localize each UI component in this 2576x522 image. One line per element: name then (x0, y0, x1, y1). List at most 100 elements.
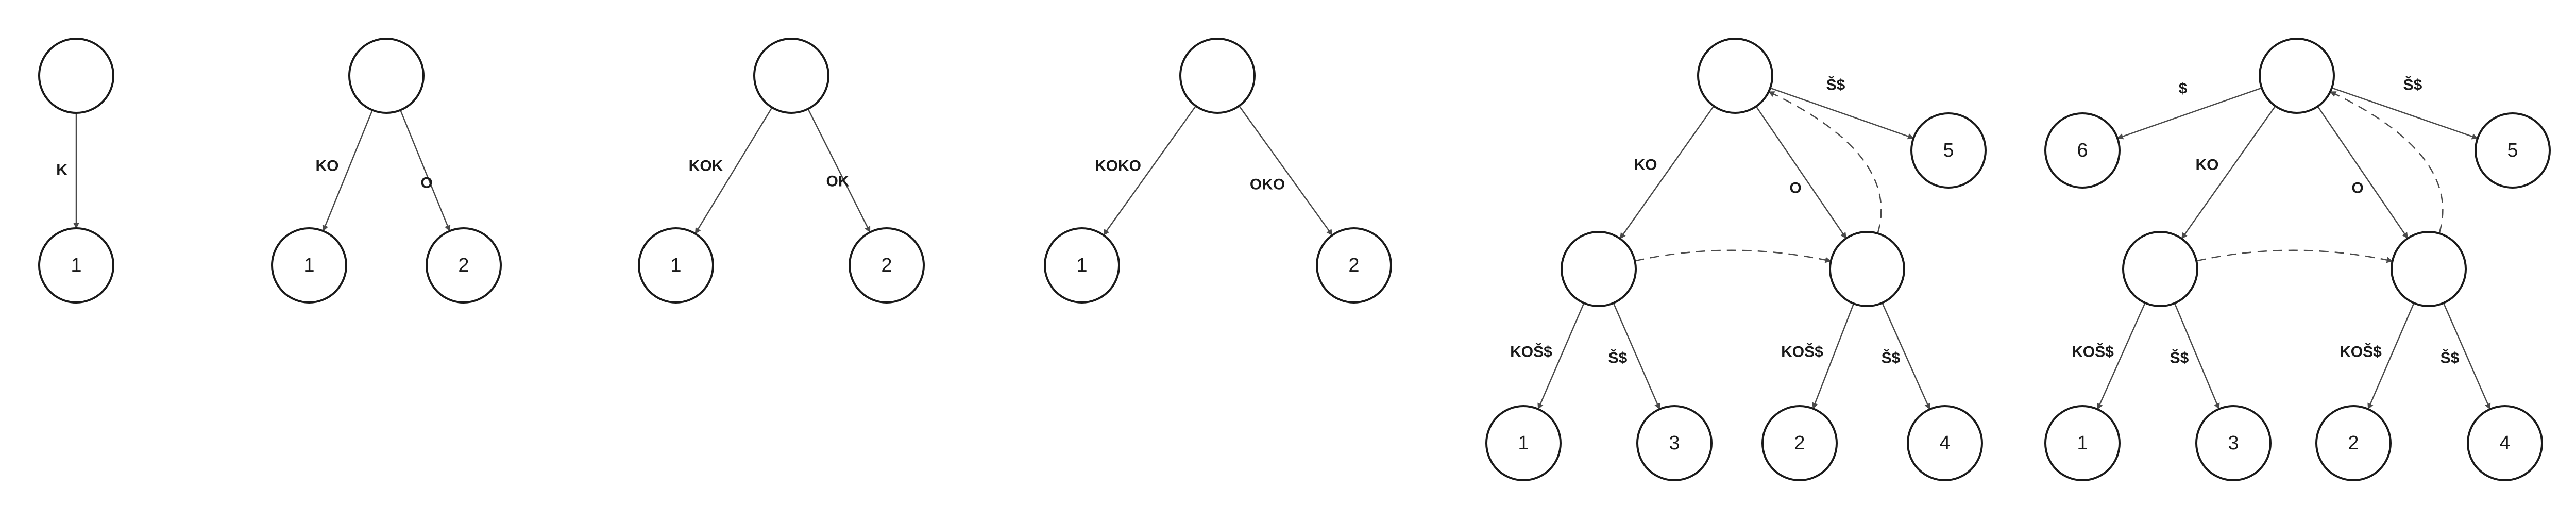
edge-label: KOKO (1095, 158, 1141, 175)
leaf-node: 2 (849, 227, 925, 304)
node-label: 1 (1518, 432, 1529, 454)
tree-edge (694, 107, 773, 234)
node-label: 3 (1669, 432, 1680, 454)
suffix-link (1635, 249, 1832, 263)
node-circle (1485, 405, 1562, 481)
leaf-node: 4 (1907, 405, 1983, 481)
node-circle (1907, 405, 1983, 481)
internal-node (38, 38, 114, 114)
node-circle (1636, 405, 1713, 481)
tree-edge (1537, 302, 1585, 410)
internal-node (753, 38, 829, 114)
node-circle (2315, 405, 2392, 481)
node-label: 6 (2077, 140, 2088, 161)
leaf-node: 1 (638, 227, 714, 304)
node-circle (426, 227, 502, 304)
node-circle (1910, 112, 1987, 189)
node-circle (1697, 38, 1773, 114)
leaf-node: 2 (426, 227, 502, 304)
node-circle (2195, 405, 2272, 481)
tree-edge (400, 110, 451, 232)
edge-label: O (2351, 180, 2363, 197)
tree-edge (1812, 303, 1855, 409)
tree-edge (807, 108, 871, 233)
tree-edge (1613, 302, 1660, 410)
tree-edge (2097, 302, 2146, 410)
node-label: 4 (2499, 432, 2510, 454)
edge-label: Š$ (1882, 349, 1901, 367)
node-label: 2 (2348, 432, 2359, 454)
node-circle (1179, 38, 1256, 114)
leaf-node: 3 (2195, 405, 2272, 481)
leaf-node: 1 (1485, 405, 1562, 481)
node-label: 5 (1943, 140, 1954, 161)
tree-edge (2174, 302, 2220, 410)
edge-label: KOŠ$ (1510, 343, 1552, 361)
node-label: 1 (303, 255, 314, 276)
tree-edge (2181, 106, 2276, 240)
node-label: 3 (2228, 432, 2239, 454)
edge-label: Š$ (2403, 76, 2422, 94)
tree-edge (2317, 106, 2409, 239)
node-circle (2467, 405, 2543, 481)
edge-label: OKO (1250, 176, 1285, 193)
suffix-tree-1: K1 (38, 38, 114, 304)
node-label: 4 (1939, 432, 1950, 454)
tree-edge (1239, 105, 1333, 236)
edge-label: OK (826, 173, 850, 190)
node-circle (1561, 231, 1637, 307)
node-label: 1 (71, 255, 81, 276)
suffix-link (2330, 91, 2444, 234)
node-circle (753, 38, 829, 114)
suffix-link (2196, 249, 2393, 263)
leaf-node: 1 (2044, 405, 2121, 481)
edge-label: KOK (689, 158, 723, 175)
tree-edge (2331, 87, 2478, 140)
tree-edge (2367, 302, 2415, 410)
leaf-node: 5 (2475, 112, 2551, 189)
leaf-node: 5 (1910, 112, 1987, 189)
suffix-tree-3: KOK OK 1 2 (638, 38, 925, 304)
edge-label: KO (316, 158, 339, 175)
edge-label: Š$ (1608, 349, 1628, 367)
edge-label: $ (2179, 80, 2188, 97)
tree-edge (2443, 302, 2491, 410)
node-label: 2 (1348, 255, 1359, 276)
node-label: 5 (2507, 140, 2518, 161)
leaf-node: 6 (2044, 112, 2121, 189)
leaf-node: 1 (38, 227, 114, 304)
internal-node (348, 38, 425, 114)
leaf-node: 4 (2467, 405, 2543, 481)
suffix-link (1768, 91, 1882, 234)
internal-node (1179, 38, 1256, 114)
node-circle (2475, 112, 2551, 189)
edge-label: KOŠ$ (1781, 343, 1823, 361)
node-circle (38, 227, 114, 304)
tree-edge (1770, 87, 1914, 140)
node-label: 1 (2077, 432, 2088, 454)
node-circle (2391, 231, 2467, 307)
node-circle (2044, 112, 2121, 189)
edge-label: O (1789, 180, 1801, 197)
edge-label: KOŠ$ (2072, 343, 2114, 361)
edge-label: K (56, 162, 67, 179)
tree-edge (1755, 106, 1847, 239)
edge-label: KOŠ$ (2340, 343, 2382, 361)
suffix-tree-2: KO O 1 2 (271, 38, 502, 304)
node-circle (2122, 231, 2198, 307)
tree-edge (2117, 87, 2262, 140)
edge-label: Š$ (2441, 349, 2460, 367)
leaf-node: 2 (1316, 227, 1392, 304)
edge-label: KO (1634, 157, 1657, 174)
edge-label: Š$ (2170, 349, 2189, 367)
node-circle (1829, 231, 1905, 307)
edge-label: O (420, 175, 432, 192)
leaf-node: 1 (271, 227, 347, 304)
node-circle (638, 227, 714, 304)
internal-node (1829, 231, 1905, 307)
node-label: 2 (458, 255, 469, 276)
node-circle (38, 38, 114, 114)
